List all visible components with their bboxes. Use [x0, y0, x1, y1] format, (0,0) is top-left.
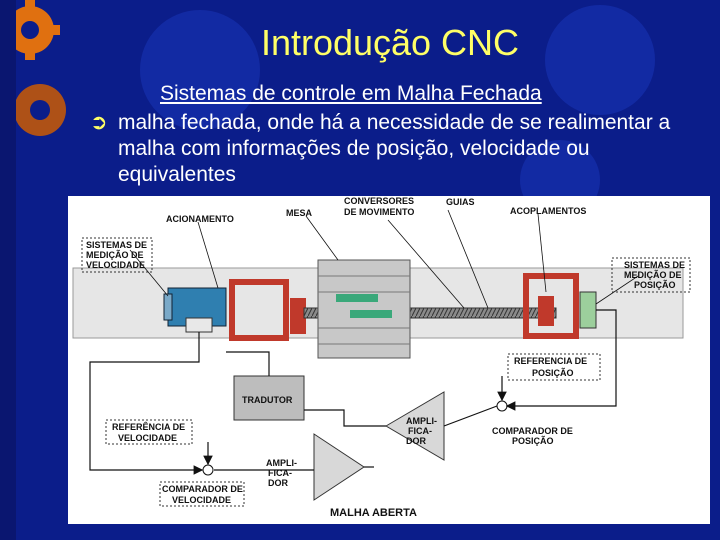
- slide-title: Introdução CNC: [260, 22, 520, 63]
- label-ampli1-1: AMPLI-: [406, 416, 437, 426]
- label-sis-vel-2: MEDIÇÃO DE: [86, 250, 144, 260]
- label-conversores-2: DE MOVIMENTO: [344, 207, 414, 217]
- gear-icon: [0, 0, 66, 136]
- label-guias: GUIAS: [446, 197, 475, 207]
- velocity-comparator-box: [159, 481, 245, 507]
- label-comp-pos-1: COMPARADOR DE: [492, 426, 573, 436]
- label-ref-pos-2: POSIÇÃO: [532, 368, 574, 378]
- position-reference-box: [507, 353, 601, 381]
- motor-end: [163, 293, 173, 321]
- translator-block: [233, 375, 305, 421]
- label-comp-vel-1: COMPARADOR DE: [162, 484, 243, 494]
- label-ampli2-1: AMPLI-: [266, 458, 297, 468]
- label-tradutor: TRADUTOR: [242, 395, 293, 405]
- right-coupling-housing: [523, 273, 579, 339]
- bullet-arrow-icon: ➲: [90, 111, 108, 134]
- left-bearing: [290, 298, 306, 334]
- amplifier-velocity: [313, 433, 365, 501]
- table-mesa: [317, 259, 411, 359]
- bullet-item: ➲ malha fechada, onde há a necessidade d…: [90, 110, 702, 188]
- velocity-reference-box: [105, 419, 193, 445]
- label-ampli2-3: DOR: [268, 478, 289, 488]
- label-acionamento: ACIONAMENTO: [166, 214, 234, 224]
- ball-screw: [303, 307, 557, 319]
- label-ampli1-2: FICA-: [408, 426, 432, 436]
- label-ampli2-2: FICA-: [268, 468, 292, 478]
- label-ampli1-3: DOR: [406, 436, 427, 446]
- label-conversores-1: CONVERSORES: [344, 196, 414, 206]
- closed-loop-diagram: ACIONAMENTO MESA CONVERSORES DE MOVIMENT…: [68, 196, 710, 524]
- label-sis-pos-1: SISTEMAS DE: [624, 260, 685, 270]
- label-sis-vel-3: VELOCIDADE: [86, 260, 145, 270]
- left-coupling-housing: [229, 279, 289, 341]
- label-ref-vel-2: VELOCIDADE: [118, 433, 177, 443]
- label-acoplamentos: ACOPLAMENTOS: [510, 206, 586, 216]
- label-mesa: MESA: [286, 208, 313, 218]
- label-sis-pos-3: POSIÇÃO: [634, 280, 676, 290]
- move-left-arrow-icon: [336, 294, 378, 302]
- right-bearing: [538, 296, 554, 326]
- label-malha-aberta: MALHA ABERTA: [330, 507, 417, 519]
- label-ref-vel-1: REFERÊNCIA DE: [112, 421, 185, 432]
- label-sis-pos-2: MEDIÇÃO DE: [624, 270, 682, 280]
- label-sis-vel-1: SISTEMAS DE: [86, 240, 147, 250]
- label-comp-vel-2: VELOCIDADE: [172, 495, 231, 505]
- label-comp-pos-2: POSIÇÃO: [512, 436, 554, 446]
- slide-subtitle: Sistemas de controle em Malha Fechada: [160, 82, 542, 105]
- diagram-panel: [68, 196, 710, 524]
- position-comparator: [496, 400, 508, 412]
- position-encoder: [579, 291, 597, 329]
- velocity-sensor: [185, 317, 213, 333]
- bullet-text: malha fechada, onde há a necessidade de …: [118, 111, 671, 186]
- velocity-comparator: [202, 464, 214, 476]
- move-right-arrow-icon: [350, 310, 392, 318]
- label-ref-pos-1: REFERENCIA DE: [514, 356, 587, 366]
